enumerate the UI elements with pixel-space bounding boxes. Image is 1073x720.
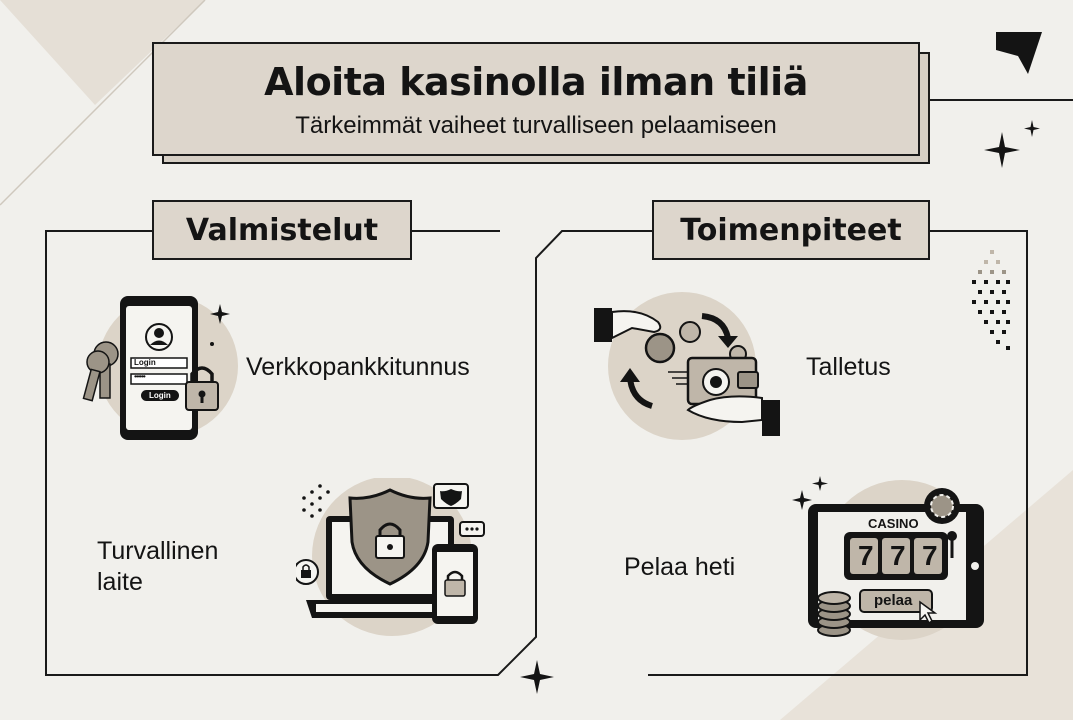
- page-subtitle: Tärkeimmät vaiheet turvalliseen pelaamis…: [295, 112, 777, 139]
- phone-login-button: Login: [149, 391, 171, 400]
- reel-symbol: 7: [922, 540, 938, 571]
- page-title: Aloita kasinolla ilman tiliä: [264, 60, 808, 104]
- phone-login-icon: [82, 296, 238, 440]
- item-label-line: Turvallinen: [97, 537, 219, 565]
- section-title-actions: Toimenpiteet: [652, 200, 930, 260]
- left-panel-frame: [45, 230, 652, 676]
- item-label-line: laite: [97, 568, 143, 596]
- title-box: Aloita kasinolla ilman tiliä Tärkeimmät …: [152, 42, 920, 156]
- item-label-deposit: Talletus: [806, 353, 891, 381]
- slot-tablet-icon: [792, 476, 984, 640]
- tablet-play-button[interactable]: pelaa: [874, 592, 913, 609]
- item-label-online-banking: Verkkopankkitunnus: [246, 353, 470, 381]
- reel-symbol: 7: [858, 540, 874, 571]
- sparkle-icon: [984, 120, 1040, 168]
- item-label-secure-device: Turvallinen laite: [97, 536, 218, 598]
- corner-shape-top-left: [0, 0, 205, 105]
- reel-symbol: 7: [890, 540, 906, 571]
- brand-logo-icon: [996, 32, 1042, 74]
- right-panel-frame: [648, 230, 1028, 676]
- pixel-pattern-decor: [972, 250, 1010, 350]
- corner-line: [0, 0, 206, 206]
- section-title-preparations: Valmistelut: [152, 200, 412, 260]
- money-transfer-icon: [594, 292, 780, 440]
- phone-username-field: Login: [134, 358, 156, 367]
- secure-devices-icon: [296, 478, 485, 636]
- sparkle-icon: [520, 660, 554, 694]
- phone-password-field: ••••••: [134, 372, 146, 381]
- item-label-play-now: Pelaa heti: [624, 553, 736, 581]
- tablet-brand-label: CASINO: [868, 516, 919, 531]
